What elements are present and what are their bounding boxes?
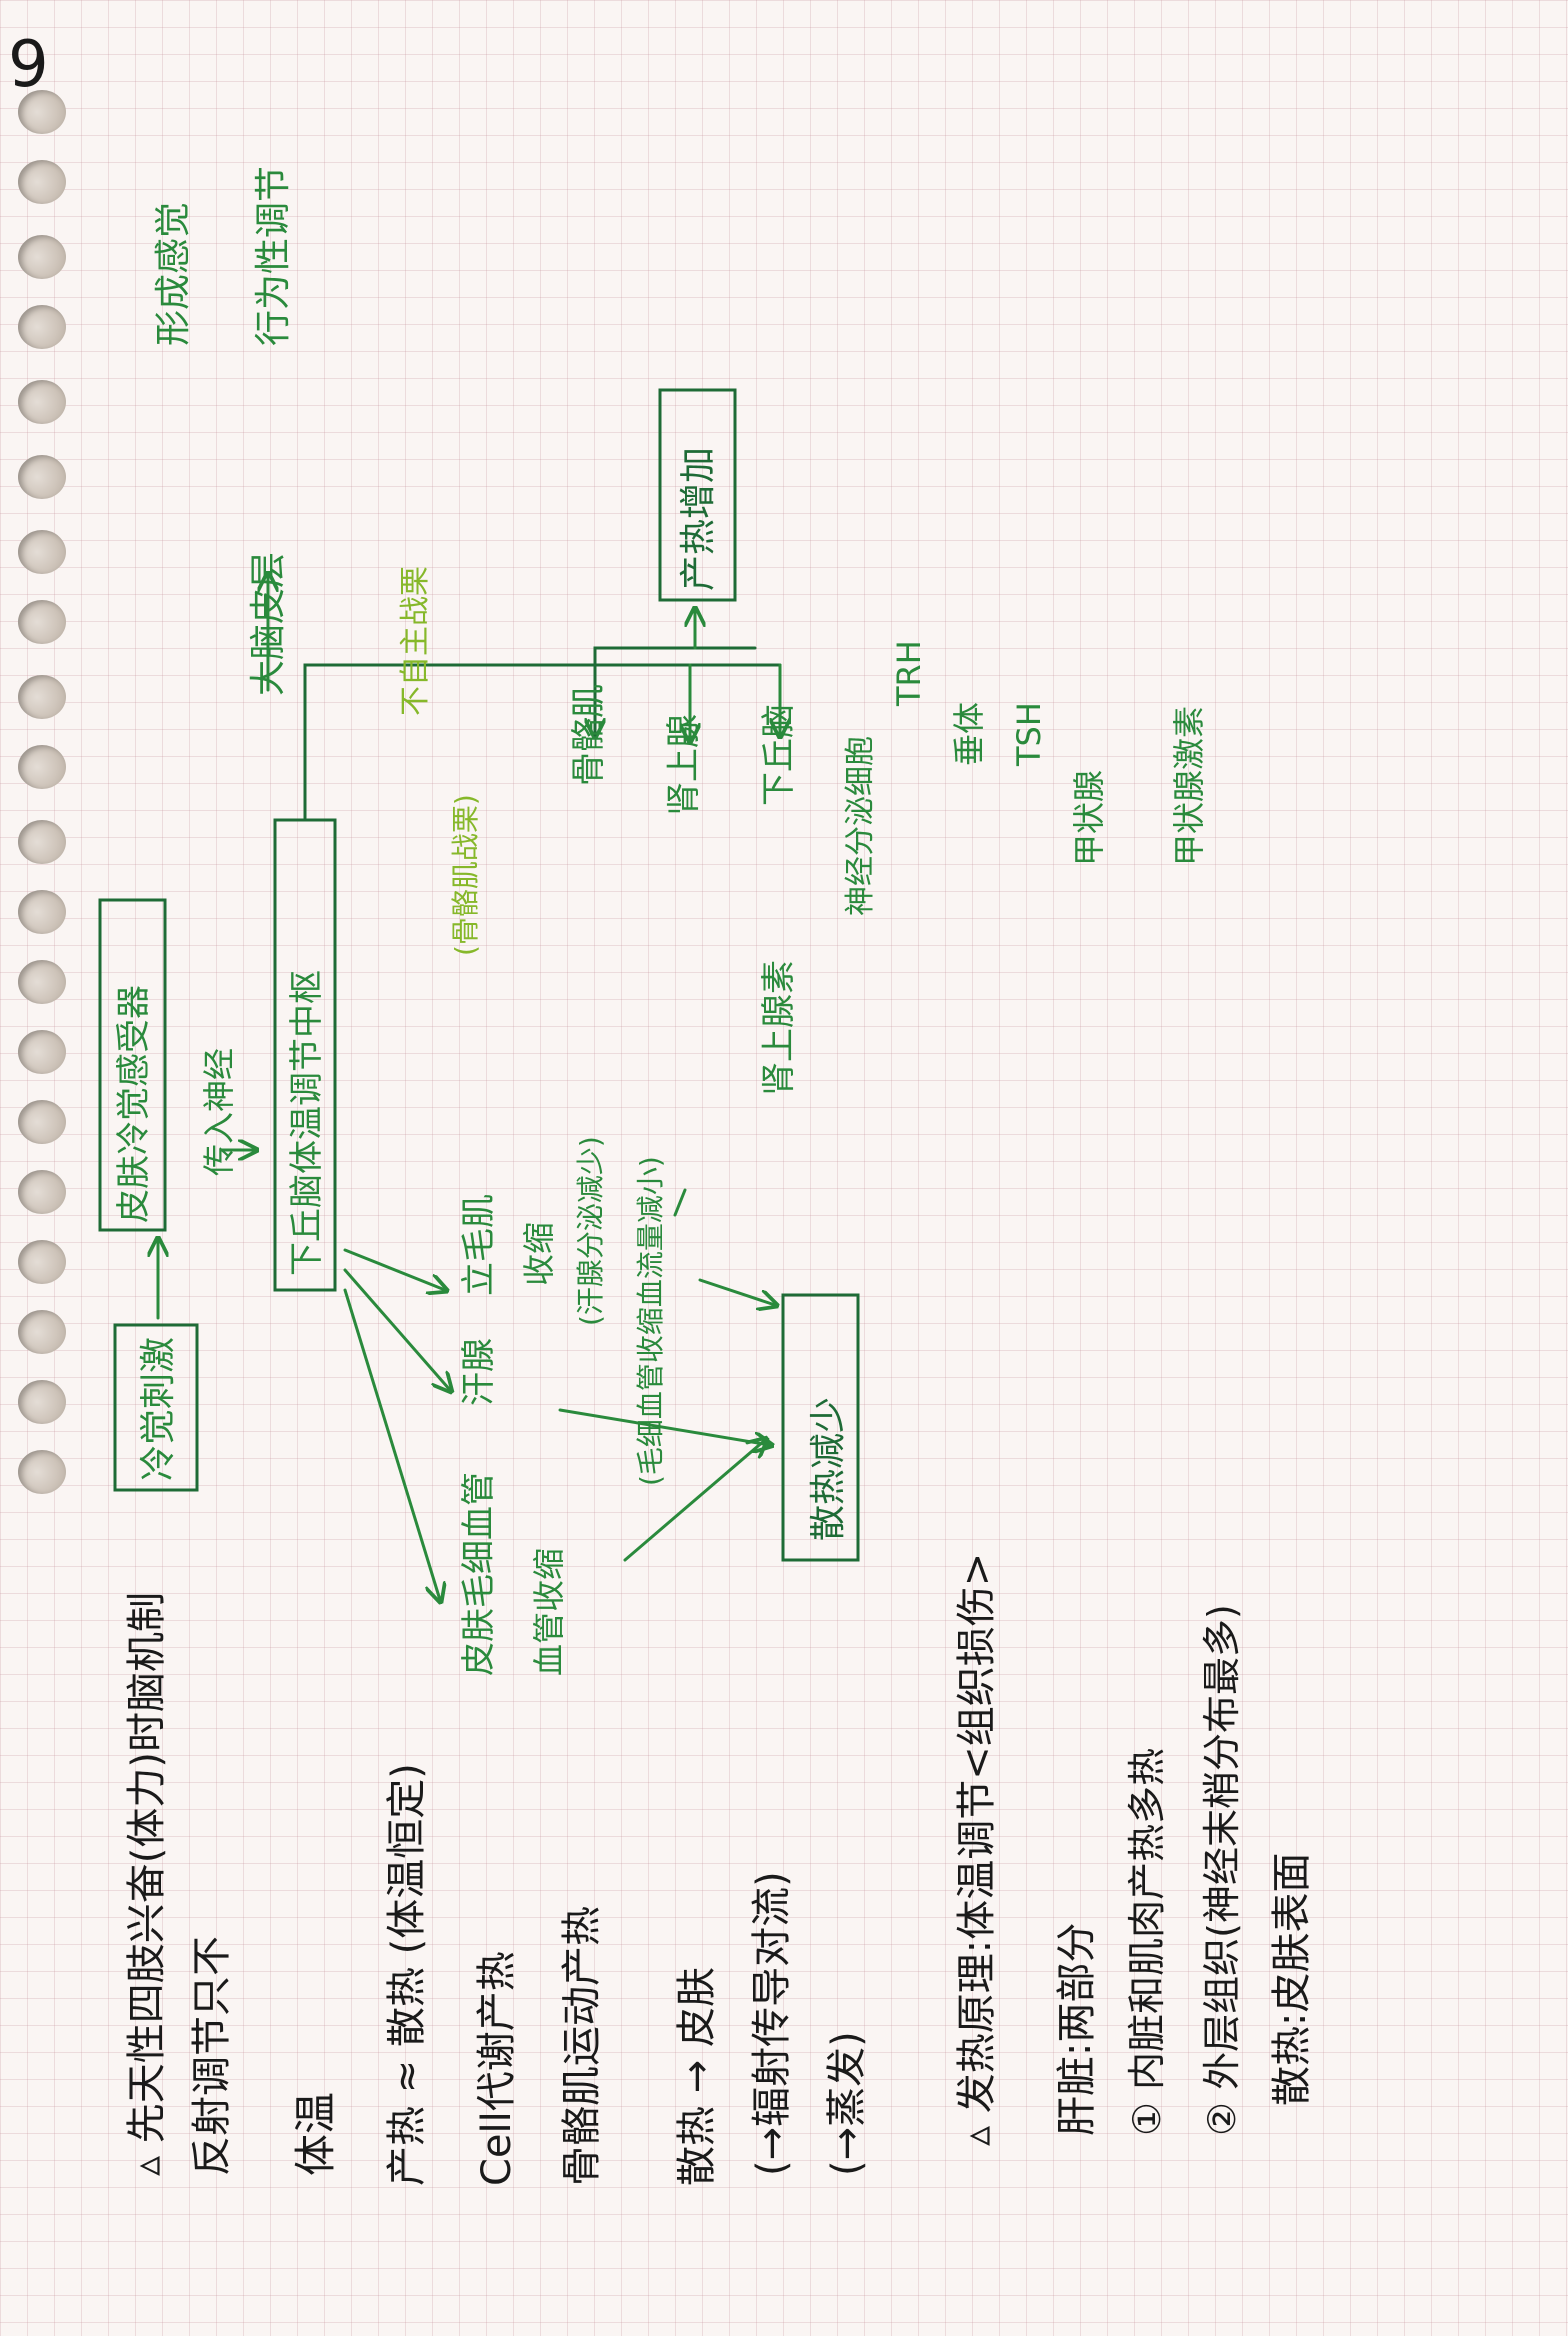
binder-hole <box>18 380 66 424</box>
note-heat-loss-skin: 散热 → 皮肤 <box>674 1967 720 2186</box>
label-heat-loss-decrease: 散热减少 <box>808 1397 849 1541</box>
binder-hole <box>18 1030 66 1074</box>
bracket-to-heat-gain <box>593 646 757 737</box>
label-adrenaline: 肾上腺素 <box>759 960 799 1096</box>
arrow-adrenaline-tick <box>673 1188 687 1217</box>
label-heat-gain-increase: 产热增加 <box>678 447 719 591</box>
arrow-sweat-to-heat-loss <box>558 1408 770 1445</box>
label-behavioral-regulation: 行为性调节 <box>253 166 294 346</box>
binder-hole <box>18 305 66 349</box>
binder-hole <box>18 600 66 644</box>
note-evaporation: (→蒸发) <box>824 2031 870 2176</box>
label-thyroid: 甲状腺 <box>1070 770 1108 866</box>
label-neurosecretory-cell: 神经分泌细胞 <box>843 736 878 916</box>
arrow-to-skin-capillaries <box>343 1288 440 1600</box>
binder-hole <box>18 960 66 1004</box>
binder-hole <box>18 1100 66 1144</box>
label-sweat-gland: 汗腺 <box>459 1338 499 1406</box>
label-muscle-shivering: (骨骼肌战栗) <box>449 794 482 956</box>
label-contraction: 收缩 <box>520 1222 558 1286</box>
label-shivering: 不自主战栗 <box>398 566 433 716</box>
note-heat-dissipation: 散热:皮肤表面 <box>1269 1853 1315 2106</box>
binder-hole <box>18 90 66 134</box>
binder-hole <box>18 455 66 499</box>
note-balance: 产热 ≈ 散热 (体温恒定) <box>384 1763 430 2186</box>
arrow-vasoconstriction-to-heat-loss <box>623 1440 765 1562</box>
cold-stimulus-box <box>113 1323 199 1492</box>
binder-hole <box>18 530 66 574</box>
note-muscle-heat: 骨骼肌运动产热 <box>559 1906 605 2186</box>
note-liver: 肝脏:两部分 <box>1054 1923 1100 2136</box>
label-cerebral-cortex: 大脑皮层 <box>248 552 289 696</box>
label-tsh: TSH <box>1010 702 1048 767</box>
hypothalamus-center-box <box>273 818 337 1292</box>
note-point-2: ② 外层组织(神经末梢分布最多) <box>1200 1604 1244 2136</box>
label-thyroid-hormone: 甲状腺激素 <box>1170 706 1208 866</box>
label-skeletal-muscle: 骨骼肌 <box>569 684 609 786</box>
label-afferent-nerve: 传入神经 <box>200 1048 238 1176</box>
arrow-to-sweat-gland <box>343 1268 450 1390</box>
label-cold-receptor: 皮肤冷觉感受器 <box>114 985 154 1223</box>
label-adrenal-gland: 肾上腺 <box>664 714 704 816</box>
binder-hole <box>18 160 66 204</box>
label-blood-flow-reduced: (毛细血管收缩血流量减小) <box>634 1156 667 1486</box>
note-intro: ▵ 先天性四肢兴奋(体力)时脑机制 <box>124 1592 170 2176</box>
binder-hole <box>18 1170 66 1214</box>
label-vasoconstriction: 血管收缩 <box>530 1548 568 1676</box>
binder-hole <box>18 1240 66 1284</box>
arrow-sweat-gland-to-heat-loss <box>698 1278 775 1305</box>
note-cell-metabolism: Cell代谢产热 <box>474 1951 520 2186</box>
note-body-temp: 体温 <box>291 2092 340 2176</box>
binder-hole <box>18 1450 66 1494</box>
page-number: 9 <box>8 28 49 102</box>
cold-receptor-box <box>98 898 167 1232</box>
branch-line-efferent <box>303 663 782 820</box>
heat-gain-box <box>658 388 737 602</box>
note-reflex: 反射调节只不 <box>189 1936 235 2176</box>
rotated-notes: ▵ 先天性四肢兴奋(体力)时脑机制 反射调节只不 体温 产热 ≈ 散热 (体温恒… <box>114 166 1315 2186</box>
binder-hole <box>18 675 66 719</box>
binder-hole <box>18 890 66 934</box>
label-sweat-reduced: (汗腺分泌减少) <box>574 1136 607 1326</box>
arrow-to-piloerector <box>343 1248 445 1290</box>
note-point-1: ① 内脏和肌肉产热多热 <box>1125 1748 1169 2136</box>
binder-hole <box>18 820 66 864</box>
label-pituitary: 垂体 <box>950 702 988 766</box>
note-radiation: (→辐射传导对流) <box>749 1871 795 2176</box>
label-thermoregulatory-center: 下丘脑体温调节中枢 <box>287 970 327 1276</box>
note-fever: ▵ 发热原理:体温调节<组织损伤> <box>954 1553 1000 2146</box>
label-cold-stimulus: 冷觉刺激 <box>138 1337 179 1481</box>
label-trh: TRH <box>890 640 928 707</box>
label-hypothalamus: 下丘脑 <box>759 704 799 806</box>
label-skin-capillaries: 皮肤毛细血管 <box>459 1472 499 1676</box>
binder-hole <box>18 1310 66 1354</box>
label-form-sensation: 形成感觉 <box>153 202 194 346</box>
binder-hole <box>18 235 66 279</box>
heat-loss-box <box>781 1293 860 1562</box>
label-piloerector: 立毛肌 <box>459 1194 499 1296</box>
binder-hole <box>18 745 66 789</box>
binder-hole <box>18 1380 66 1424</box>
